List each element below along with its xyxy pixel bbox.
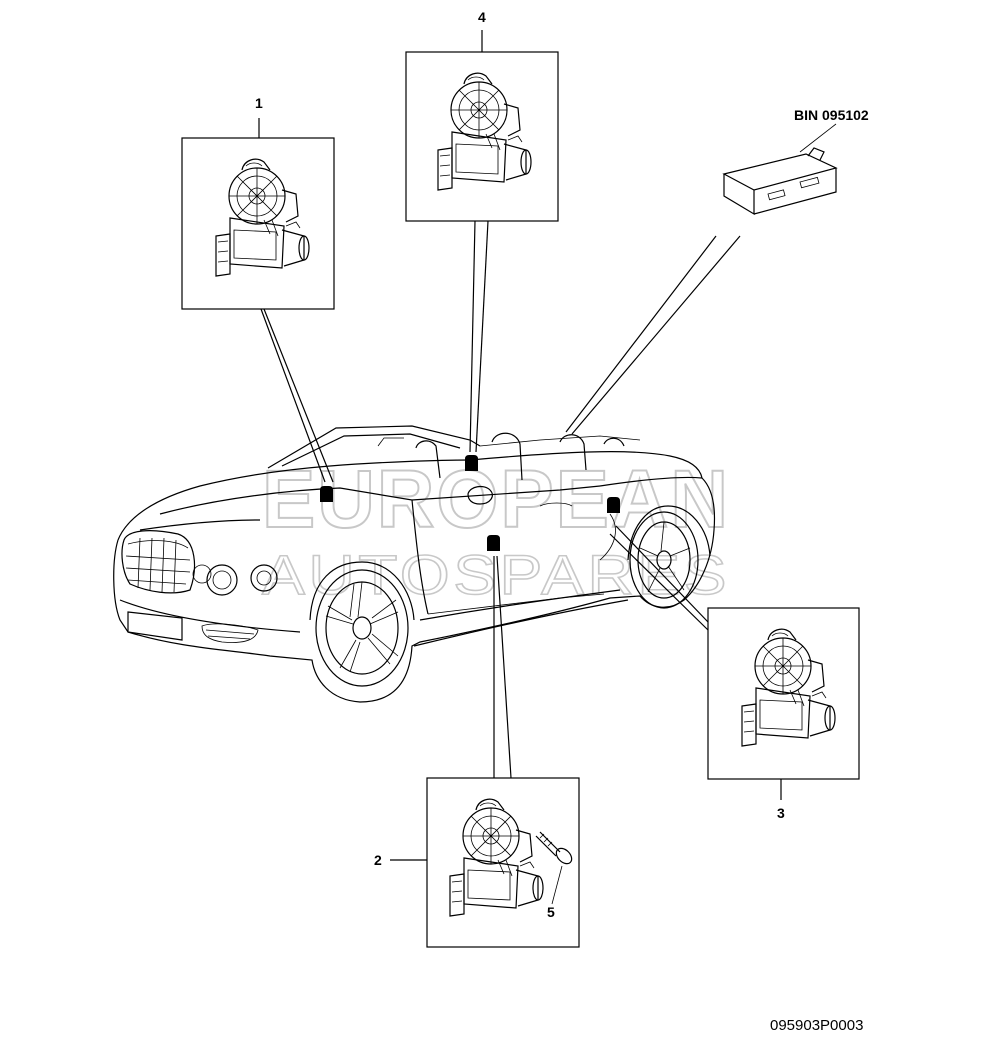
screw-icon bbox=[535, 831, 573, 865]
marker-pos-4 bbox=[465, 455, 478, 471]
module-label-leader bbox=[799, 123, 837, 153]
window-motor-2-icon bbox=[449, 798, 544, 917]
window-motor-4-icon bbox=[437, 72, 532, 191]
callout-4: 4 bbox=[478, 9, 486, 25]
window-motor-1-icon bbox=[215, 158, 310, 277]
leader-module-a bbox=[565, 235, 717, 433]
watermark-line-1: EUROPEAN bbox=[262, 454, 730, 545]
car-illustration bbox=[113, 425, 716, 703]
leader-1a bbox=[260, 308, 326, 483]
leader-3b bbox=[609, 533, 709, 631]
drawing-code: 095903P0003 bbox=[770, 1017, 863, 1034]
leader-1b bbox=[263, 308, 334, 483]
module-label: BIN 095102 bbox=[794, 107, 869, 123]
marker-pos-2 bbox=[487, 535, 500, 551]
callout-5: 5 bbox=[547, 904, 555, 920]
leader-module-b bbox=[571, 235, 741, 435]
part-box-3[interactable] bbox=[707, 607, 860, 780]
leader-4b bbox=[475, 220, 489, 453]
part-box-4[interactable] bbox=[405, 51, 559, 222]
callout-1: 1 bbox=[255, 95, 263, 111]
callout-2: 2 bbox=[374, 852, 382, 868]
leader-5 bbox=[551, 865, 563, 905]
leader-4a bbox=[469, 220, 476, 453]
door-module[interactable]: BIN 095102 bbox=[723, 107, 869, 215]
marker-pos-3 bbox=[607, 497, 620, 513]
callout-3: 3 bbox=[777, 805, 785, 821]
part-box-1[interactable] bbox=[181, 137, 335, 310]
leader-2b bbox=[496, 555, 512, 779]
marker-pos-1 bbox=[320, 486, 333, 502]
window-motor-3-icon bbox=[741, 628, 836, 747]
part-box-2[interactable]: 5 bbox=[426, 777, 580, 948]
leader-3a bbox=[615, 525, 709, 623]
control-unit-icon bbox=[723, 147, 837, 215]
